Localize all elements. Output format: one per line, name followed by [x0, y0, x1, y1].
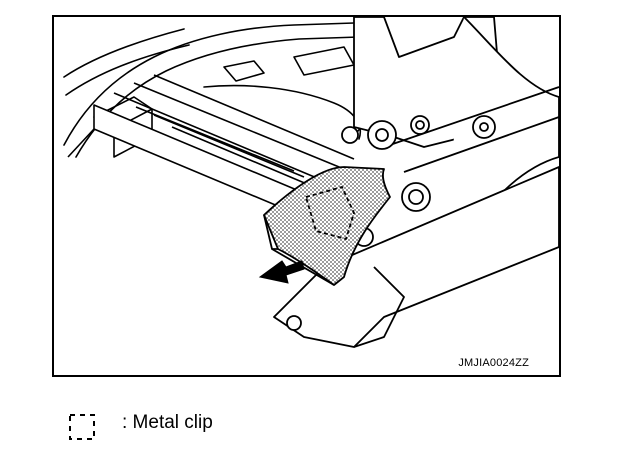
trim-cover	[263, 166, 391, 286]
dashed-square-icon	[69, 414, 95, 440]
legend: : Metal clip	[68, 411, 368, 441]
legend-label: : Metal clip	[122, 412, 213, 433]
metal-clip-outline	[305, 186, 355, 240]
bolt-7	[286, 315, 302, 331]
removal-arrow	[258, 260, 305, 284]
bolt-2	[341, 126, 359, 144]
figure-code: JMJIA0024ZZ	[458, 357, 529, 369]
seat-rail-illustration	[63, 17, 559, 348]
seat-frame-outline	[63, 22, 370, 158]
seat-rail	[67, 74, 355, 218]
illustration-frame: JMJIA0024ZZ	[52, 15, 561, 377]
seat-linkage-bracket	[273, 17, 559, 348]
